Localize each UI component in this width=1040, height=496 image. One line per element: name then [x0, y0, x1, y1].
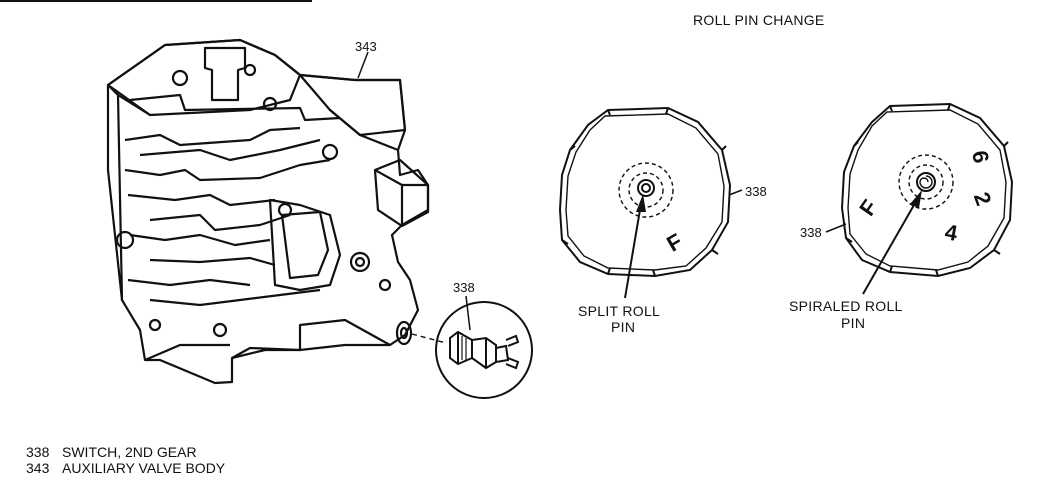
split-pin-switch-face — [558, 106, 732, 278]
spiraled-pin-label-line2: PIN — [841, 315, 866, 331]
legend-text: AUXILIARY VALVE BODY — [62, 460, 226, 476]
diagram-title: ROLL PIN CHANGE — [693, 12, 825, 28]
spiraled-pin-switch-face — [840, 102, 1014, 278]
leader-343 — [357, 51, 369, 79]
leader-338-detail — [465, 295, 471, 331]
callout-338-split: 338 — [745, 184, 767, 199]
auxiliary-valve-body — [106, 38, 430, 385]
split-pin-label-line2: PIN — [611, 319, 636, 335]
legend-338: 338 SWITCH, 2ND GEAR — [26, 444, 197, 460]
spiraled-pin-arrowhead — [910, 190, 922, 208]
callout-338-spiraled: 338 — [800, 225, 822, 240]
callout-338-detail: 338 — [453, 280, 475, 295]
split-pin-arrowhead — [636, 194, 646, 212]
spiraled-pin-arrow — [862, 197, 919, 295]
legend-343: 343 AUXILIARY VALVE BODY — [26, 460, 225, 476]
callout-343: 343 — [355, 39, 377, 54]
leader-338-split — [728, 189, 743, 196]
switch-detail — [435, 301, 533, 399]
legend-text: SWITCH, 2ND GEAR — [62, 444, 197, 460]
split-pin-arrow — [624, 203, 642, 299]
split-pin-label-line1: SPLIT ROLL — [578, 303, 661, 319]
dashed-leader-switch — [411, 333, 447, 344]
leader-338-spiraled — [825, 223, 847, 233]
legend-code: 338 — [26, 444, 50, 460]
legend-code: 343 — [26, 460, 50, 476]
spiraled-pin-label-line1: SPIRALED ROLL — [789, 298, 903, 314]
